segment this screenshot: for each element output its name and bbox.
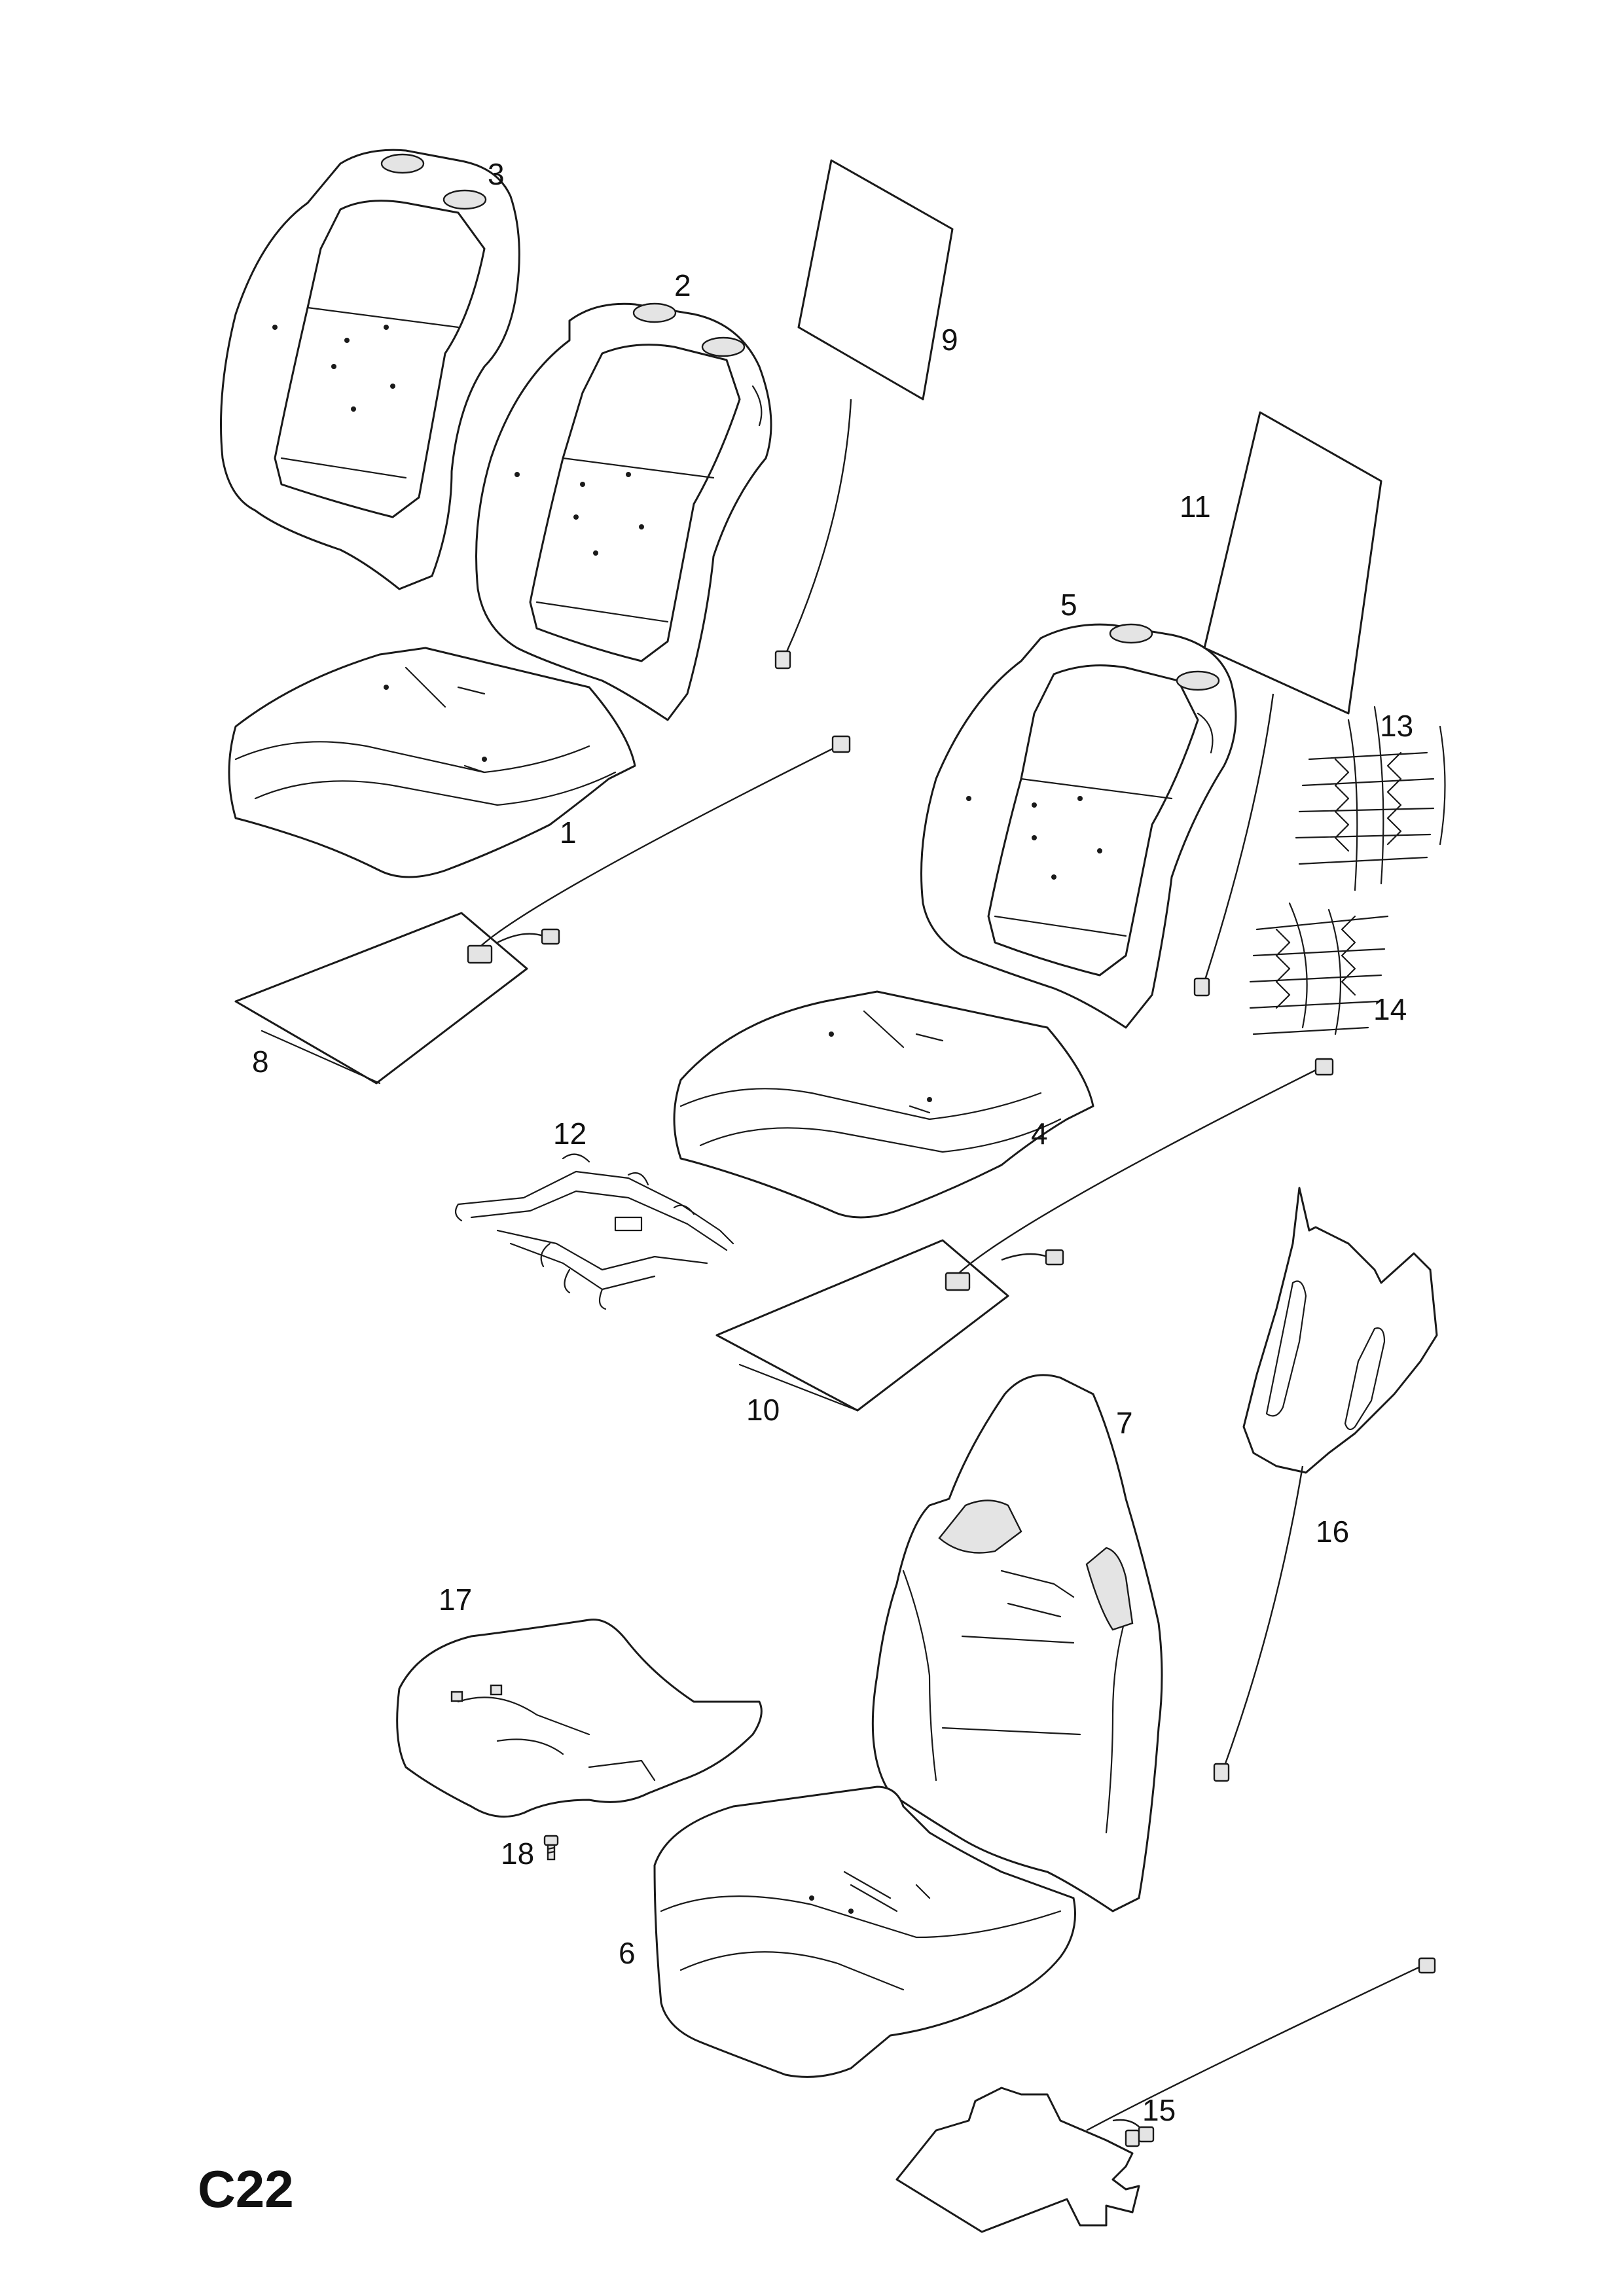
callout-13: 13 [1380,709,1413,743]
part-13-backrest-spring-mat[interactable] [1295,706,1446,891]
callout-8: 8 [252,1045,269,1079]
callout-10: 10 [746,1393,780,1427]
callout-15: 15 [1142,2093,1176,2127]
callout-2: 2 [674,268,691,302]
callout-12: 12 [553,1117,586,1151]
part-7-sport-backrest-cover[interactable] [871,1374,1163,1912]
callout-9: 9 [941,323,958,357]
part-17-seat-cushion-pad[interactable] [396,1618,763,1818]
part-16-sport-backrest-heater-mat[interactable] [1213,1187,1438,1782]
part-6-sport-seat-cushion-cover[interactable] [653,1785,1076,2078]
callout-6: 6 [619,1936,636,1970]
callout-14: 14 [1373,992,1407,1026]
part-2-backrest-cover[interactable] [475,302,772,721]
callout-5: 5 [1060,588,1077,622]
part-5-backrest-cover[interactable] [920,623,1237,1029]
part-1-seat-cushion-cover[interactable] [228,647,636,878]
part-14-seat-spring-mat[interactable] [1249,902,1389,1035]
part-8-seat-heater-mat[interactable] [234,735,851,1085]
part-11-backrest-heater-mat[interactable] [1193,411,1382,997]
part-15-sport-seat-heater-mat[interactable] [895,1957,1436,2233]
callout-17: 17 [439,1583,472,1617]
callout-11: 11 [1180,490,1211,524]
part-4-seat-cushion-cover[interactable] [673,990,1094,1219]
callout-16: 16 [1316,1515,1349,1549]
page-code: C22 [198,2160,294,2218]
callout-1: 1 [560,816,577,850]
part-18-screw[interactable] [543,1835,559,1861]
part-10-seat-heater-mat[interactable] [715,1058,1334,1412]
callout-4: 4 [1031,1117,1048,1151]
part-3-backrest-cover[interactable] [220,149,520,590]
part-9-backrest-heater-mat[interactable] [774,159,954,670]
callout-18: 18 [501,1837,534,1871]
part-12-seat-wiring-harness[interactable] [454,1153,734,1310]
callout-7: 7 [1116,1406,1133,1440]
callout-3: 3 [488,157,505,191]
